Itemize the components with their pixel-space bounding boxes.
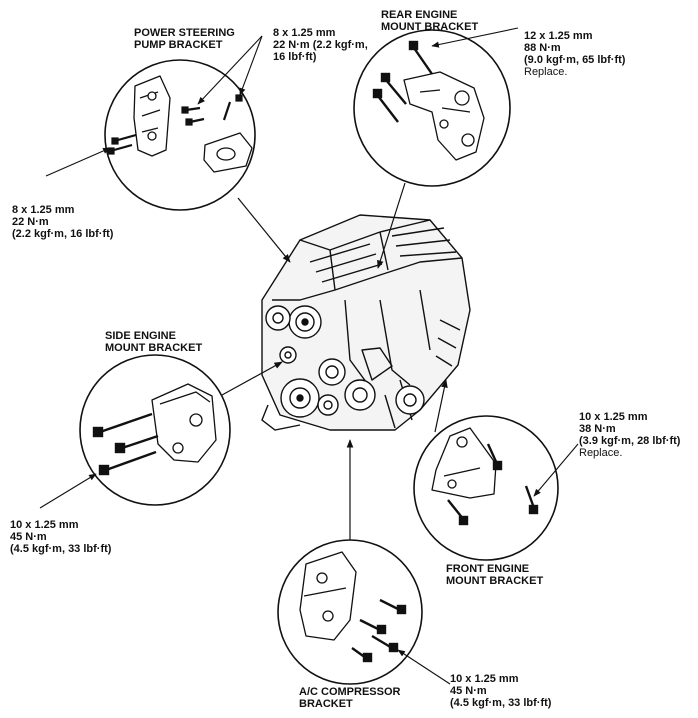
ps-bolt-top-spec: 8 x 1.25 mm 22 N·m (2.2 kgf·m, 16 lbf·ft… <box>273 27 368 63</box>
ac-bracket-arrow <box>397 649 451 685</box>
rear-mount-label: REAR ENGINE MOUNT BRACKET <box>381 9 479 33</box>
side-mount-arrow <box>39 473 97 509</box>
front-bolt-spec: 10 x 1.25 mm 38 N·m (3.9 kgf·m, 28 lbf·f… <box>579 411 681 459</box>
front-mount-arrow <box>533 443 579 497</box>
callout-lines <box>221 182 448 550</box>
front-mount-bolts <box>447 443 539 526</box>
ps-bracket-part <box>133 75 253 173</box>
ac-bracket-part <box>299 551 357 641</box>
side-bolt-spec: 10 x 1.25 mm 45 N·m (4.5 kgf·m, 33 lbf·f… <box>10 519 112 555</box>
rear-mount-part <box>403 71 485 161</box>
rear-bolt-spec: 12 x 1.25 mm 88 N·m (9.0 kgf·m, 65 lbf·f… <box>524 30 626 78</box>
ac-bolt-spec: 10 x 1.25 mm 45 N·m (4.5 kgf·m, 33 lbf·f… <box>450 673 552 709</box>
front-mount-part <box>431 427 497 499</box>
rear-mount-bolts <box>372 40 433 123</box>
oil-pan <box>261 404 301 431</box>
ps-bracket-bolts <box>107 94 243 155</box>
engine-assembly <box>261 214 471 431</box>
engine-pulleys <box>265 305 425 418</box>
ps-bracket-label: POWER STEERING PUMP BRACKET <box>134 27 235 51</box>
ps-bolt-left-spec: 8 x 1.25 mm 22 N·m (2.2 kgf·m, 16 lbf·ft… <box>12 204 114 240</box>
ac-bracket-label: A/C COMPRESSOR BRACKET <box>299 686 401 710</box>
ac-bracket-bolts <box>351 598 407 663</box>
side-mount-label: SIDE ENGINE MOUNT BRACKET <box>105 330 203 354</box>
rear-mount-arrow <box>431 27 519 48</box>
side-mount-bolts <box>92 412 159 476</box>
front-mount-label: FRONT ENGINE MOUNT BRACKET <box>446 563 544 587</box>
side-mount-part <box>151 383 217 463</box>
ps-bracket-arrows <box>45 35 263 177</box>
